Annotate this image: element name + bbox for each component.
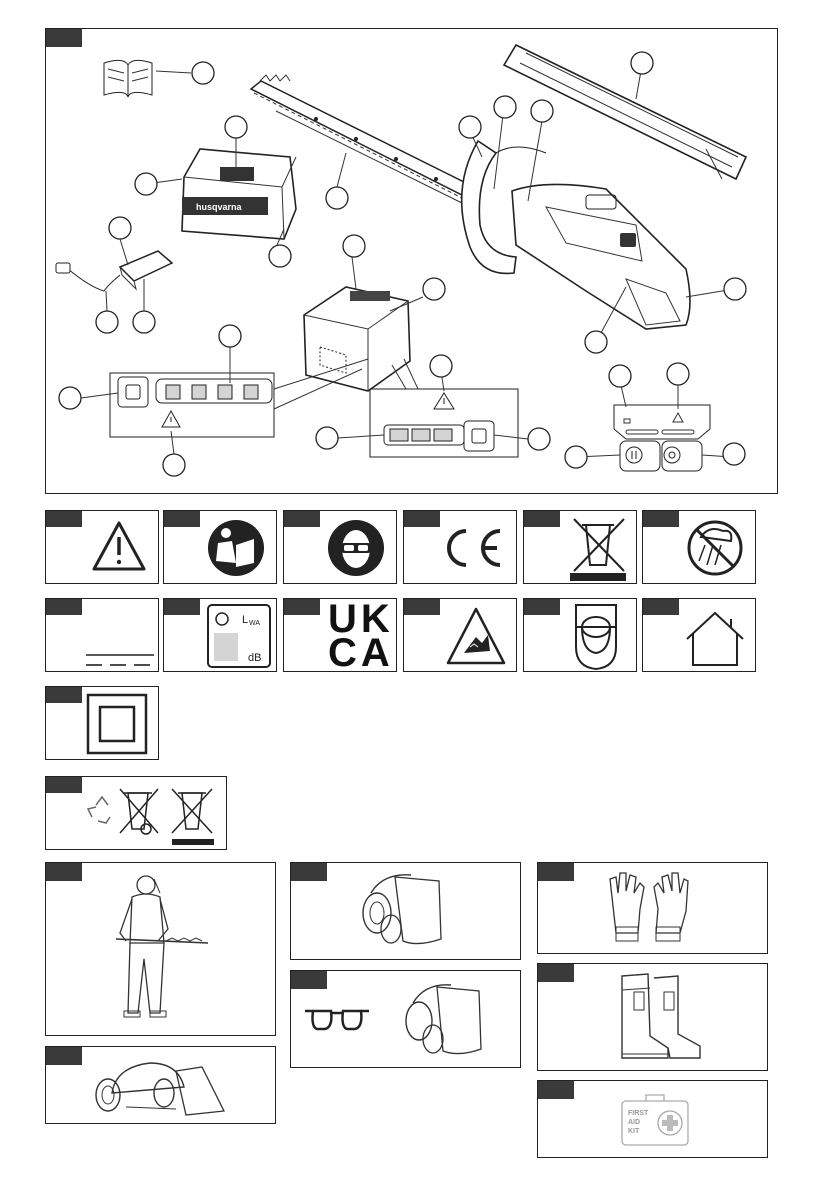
first-aid-kit-icon: FIRST AID KIT — [538, 1081, 769, 1159]
helmet-illustration — [46, 1047, 277, 1125]
book-icon — [104, 60, 152, 97]
sound-level-label: L — [242, 614, 248, 626]
safety-glasses-icon — [305, 1011, 369, 1029]
symbol-ear-protection — [523, 598, 637, 672]
gloves-illustration — [538, 863, 769, 955]
rating-plate-icon — [46, 599, 160, 673]
symbol-no-rain — [642, 510, 756, 584]
indoor-use-icon — [643, 599, 757, 673]
symbol-read-manual — [163, 510, 277, 584]
boots-illustration — [538, 964, 769, 1072]
symbol-ukca: UK CA — [283, 598, 397, 672]
symbol-cutting-hazard — [403, 598, 517, 672]
symbol-ce-mark — [403, 510, 517, 584]
weee-bin-icon — [172, 789, 214, 845]
no-rain-icon — [643, 511, 757, 585]
overview-panel: husqvarna — [45, 28, 778, 494]
recycling-drawing — [46, 777, 228, 851]
first-aid-line1: FIRST — [628, 1110, 649, 1117]
first-aid-line2: AID — [628, 1119, 640, 1126]
ear-protection-icon — [524, 599, 638, 673]
ppe-helmet-panel — [45, 1046, 276, 1124]
ppe-glasses-panel — [290, 970, 521, 1068]
ppe-boots-panel — [537, 963, 768, 1071]
ppe-full-gear-panel — [45, 862, 276, 1036]
sound-level-sub: WA — [249, 620, 260, 627]
double-insulation-icon — [46, 687, 160, 761]
weee-bin-icon — [120, 789, 158, 834]
ear-face-illustration — [291, 863, 522, 961]
glasses-illustration — [291, 971, 522, 1069]
symbol-recycling — [45, 776, 227, 850]
first-aid-line3: KIT — [628, 1128, 640, 1135]
sound-unit: dB — [248, 652, 261, 664]
symbol-double-insulation — [45, 686, 159, 760]
power-supply-illustration — [56, 251, 172, 291]
weee-bin-icon — [524, 511, 638, 585]
cutting-hazard-icon — [404, 599, 518, 673]
read-manual-icon — [164, 511, 278, 585]
warning-icon — [46, 511, 160, 585]
battery-illustration — [304, 287, 410, 391]
symbol-sound-power: L WA dB — [163, 598, 277, 672]
symbol-warning — [45, 510, 159, 584]
ce-mark-icon — [404, 511, 518, 585]
sound-power-icon: L WA dB — [164, 599, 278, 673]
eye-protection-icon — [284, 511, 398, 585]
charger-brand-text: husqvarna — [196, 202, 243, 212]
symbol-rating-plate — [45, 598, 159, 672]
recycle-icon — [88, 797, 110, 823]
charger-illustration: husqvarna — [182, 149, 296, 239]
symbol-indoor-use — [642, 598, 756, 672]
ukca-line2: CA — [328, 635, 394, 671]
symbol-tab — [284, 599, 320, 615]
ppe-ear-face-panel — [290, 862, 521, 960]
first-aid-panel: FIRST AID KIT — [537, 1080, 768, 1158]
ppe-gloves-panel — [537, 862, 768, 954]
overview-drawing: husqvarna — [46, 29, 779, 495]
symbol-weee — [523, 510, 637, 584]
symbol-eye-protection — [283, 510, 397, 584]
operator-illustration — [46, 863, 277, 1037]
keypad-panel — [614, 405, 710, 471]
